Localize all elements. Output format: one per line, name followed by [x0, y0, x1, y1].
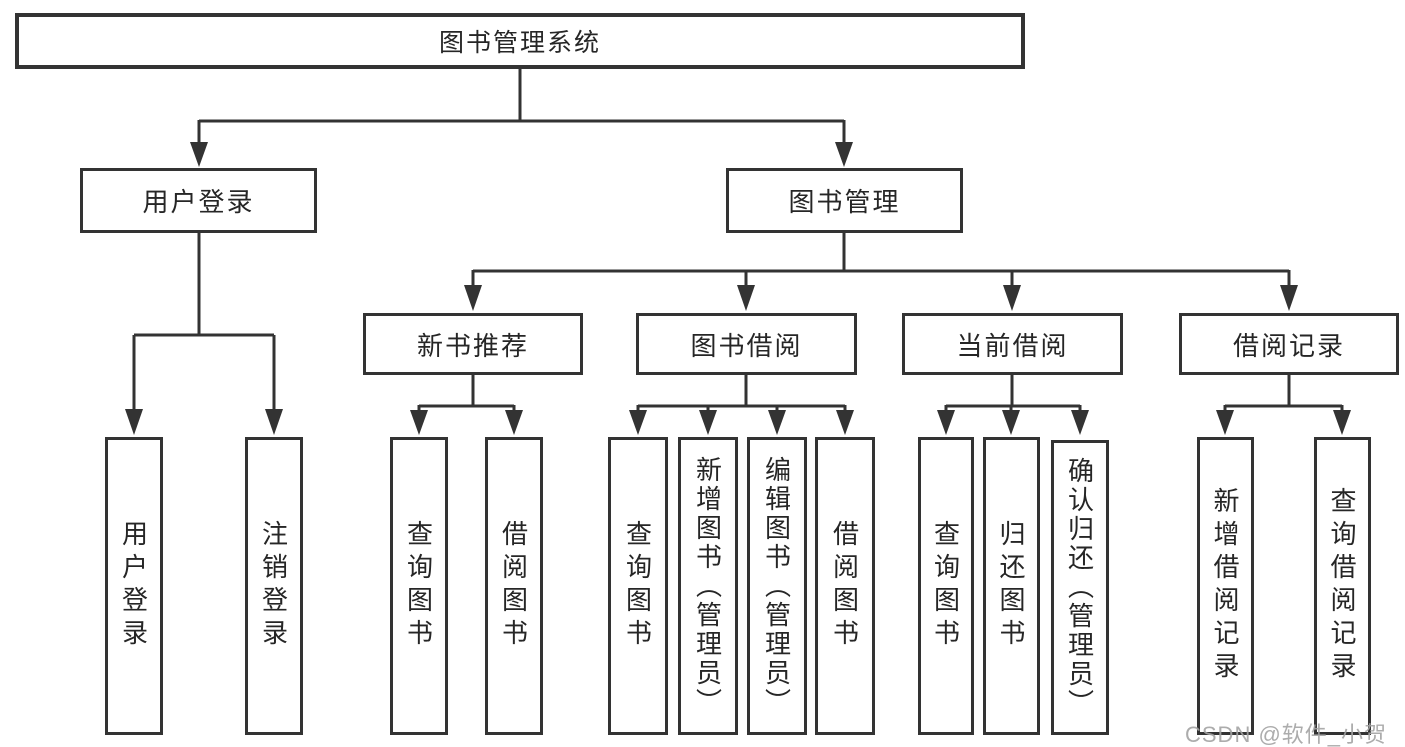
node-user-login: 用户登录 — [80, 168, 317, 233]
node-borrow-books-recommend: 借阅图书 — [485, 437, 543, 735]
node-return-books: 归还图书 — [983, 437, 1040, 735]
watermark: CSDN @软件_小贺同学 — [1185, 722, 1388, 747]
node-root: 图书管理系统 — [15, 13, 1025, 69]
node-book-borrowing: 图书借阅 — [636, 313, 857, 375]
node-edit-books-admin: 编辑图书（管理员） — [747, 437, 807, 735]
node-query-borrow-record: 查询借阅记录 — [1314, 437, 1371, 735]
node-query-books-current: 查询图书 — [918, 437, 974, 735]
node-book-management: 图书管理 — [726, 168, 963, 233]
node-user-login-action: 用户登录 — [105, 437, 163, 735]
node-add-borrow-record: 新增借阅记录 — [1197, 437, 1254, 735]
node-query-books-borrowing: 查询图书 — [608, 437, 668, 735]
node-logout-action: 注销登录 — [245, 437, 303, 735]
node-current-borrowing: 当前借阅 — [902, 313, 1123, 375]
node-confirm-return-admin: 确认归还（管理员） — [1051, 440, 1109, 735]
node-add-books-admin: 新增图书（管理员） — [678, 437, 738, 735]
node-borrowing-records: 借阅记录 — [1179, 313, 1399, 375]
node-new-book-recommendation: 新书推荐 — [363, 313, 583, 375]
node-borrow-books-action: 借阅图书 — [815, 437, 875, 735]
node-query-books-recommend: 查询图书 — [390, 437, 448, 735]
